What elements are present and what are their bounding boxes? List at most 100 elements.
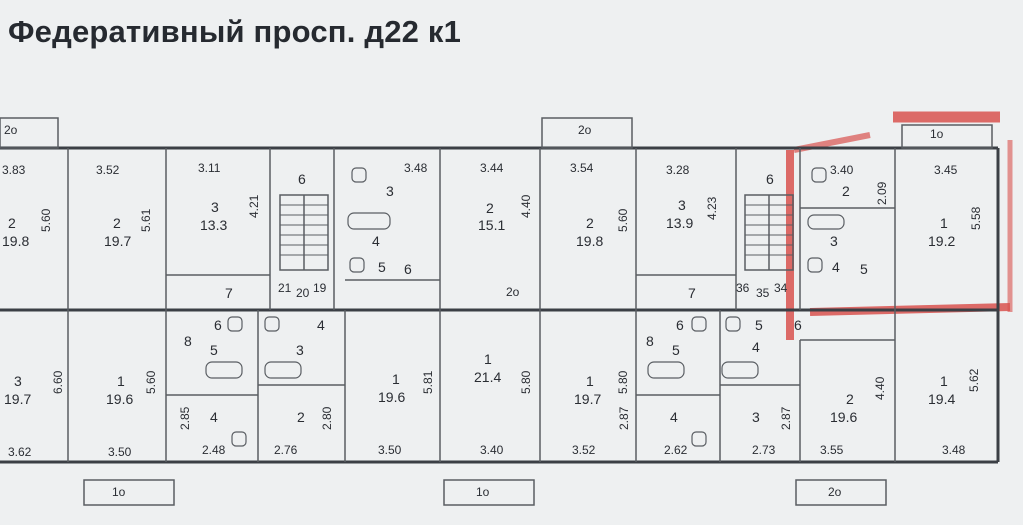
top-dim: 3.28	[666, 163, 690, 177]
room-number: 3	[830, 233, 838, 249]
stair-label: 21	[278, 281, 292, 295]
room-number: 3	[296, 342, 304, 358]
room-area: 15.1	[478, 217, 505, 233]
vertical-dim: 5.61	[139, 208, 153, 232]
top-dim: 3.54	[570, 161, 594, 175]
room-number: 8	[184, 333, 192, 349]
room-area: 13.3	[200, 217, 227, 233]
vertical-dim: 4.21	[247, 194, 261, 218]
vertical-dim: 5.58	[969, 206, 983, 230]
room-number: 1	[940, 373, 948, 389]
room-number: 6	[676, 317, 684, 333]
balcony-label: 2о	[578, 123, 592, 137]
room-number: 6	[404, 261, 412, 277]
room-area: 19.7	[104, 233, 131, 249]
room-number: 1	[117, 373, 125, 389]
room-area: 19.6	[106, 391, 133, 407]
vertical-dim: 2.87	[779, 406, 793, 430]
bottom-dim: 3.40	[480, 443, 504, 457]
balcony-label: 2о	[828, 485, 842, 499]
vertical-dim: 6.60	[51, 370, 65, 394]
top-dim: 3.45	[934, 163, 958, 177]
staircase-left	[279, 194, 329, 271]
bottom-dim: 3.55	[820, 443, 844, 457]
top-dim: 3.52	[96, 163, 120, 177]
room-area: 19.8	[2, 233, 29, 249]
bottom-dim: 3.50	[108, 445, 132, 459]
staircase-right	[744, 194, 794, 271]
vertical-dimensions: 5.60 5.61 4.21 4.40 5.60 4.23 2.09 5.58 …	[39, 181, 983, 430]
top-dim: 3.40	[830, 163, 854, 177]
vertical-dim: 4.40	[873, 376, 887, 400]
room-area: 19.7	[574, 391, 601, 407]
room-area: 19.6	[830, 409, 857, 425]
room-number: 3	[678, 197, 686, 213]
top-dim: 3.44	[480, 161, 504, 175]
room-number: 6	[214, 317, 222, 333]
room-number: 4	[752, 339, 760, 355]
room-number: 2	[297, 409, 305, 425]
stair-label: 35	[756, 286, 770, 300]
room-number: 6	[766, 171, 774, 187]
vertical-dim: 5.60	[144, 370, 158, 394]
bottom-dim: 2.48	[202, 443, 226, 457]
balcony-label: 1о	[112, 485, 126, 499]
balcony-outlines	[0, 117, 993, 506]
top-dimensions: 3.83 3.52 3.11 3.48 3.44 3.54 3.28 3.40 …	[2, 161, 958, 177]
room-number: 6	[794, 317, 802, 333]
room-area: 21.4	[474, 369, 501, 385]
vertical-dim: 5.60	[616, 208, 630, 232]
room-area: 19.4	[928, 391, 955, 407]
top-dim: 3.11	[198, 161, 221, 175]
room-number: 7	[225, 285, 233, 301]
bottom-dim: 3.48	[942, 443, 966, 457]
room-number: 5	[860, 261, 868, 277]
room-number: 1	[586, 373, 594, 389]
bath-fixtures	[205, 167, 845, 447]
vertical-dim: 5.80	[519, 370, 533, 394]
vertical-dim: 5.60	[39, 208, 53, 232]
vertical-dim: 4.40	[519, 194, 533, 218]
bottom-dim: 2.73	[752, 443, 776, 457]
room-number: 5	[672, 342, 680, 358]
walls	[0, 146, 1000, 464]
balcony-label: 2о	[506, 285, 520, 299]
room-number: 2	[113, 215, 121, 231]
room-area: 19.2	[928, 233, 955, 249]
room-number: 4	[317, 317, 325, 333]
stair-label: 36	[736, 281, 750, 295]
room-number: 1	[484, 351, 492, 367]
room-number: 5	[378, 259, 386, 275]
room-number: 2	[846, 391, 854, 407]
bottom-dim: 3.62	[8, 445, 32, 459]
vertical-dim: 5.62	[967, 368, 981, 392]
room-number: 4	[832, 259, 840, 275]
room-number: 2	[842, 183, 850, 199]
room-area: 13.9	[666, 215, 693, 231]
room-number: 5	[755, 317, 763, 333]
room-number: 7	[688, 285, 696, 301]
room-number: 4	[670, 409, 678, 425]
room-number: 3	[211, 199, 219, 215]
stair-label: 34	[774, 281, 788, 295]
plan-title: Федеративный просп. д22 к1	[8, 14, 462, 49]
room-number: 2	[486, 200, 494, 216]
room-number: 8	[646, 333, 654, 349]
room-number: 3	[14, 373, 22, 389]
room-area: 19.8	[576, 233, 603, 249]
balcony-label: 2о	[4, 123, 18, 137]
bottom-dim: 3.50	[378, 443, 402, 457]
vertical-dim: 2.80	[320, 406, 334, 430]
balcony-label: 1о	[930, 127, 944, 141]
room-number: 3	[386, 183, 394, 199]
room-number: 4	[372, 233, 380, 249]
top-dim: 3.83	[2, 163, 26, 177]
room-number: 2	[586, 215, 594, 231]
stair-label: 19	[313, 281, 327, 295]
stair-label: 20	[296, 286, 310, 300]
room-number: 2	[8, 215, 16, 231]
room-number: 1	[940, 215, 948, 231]
room-labels: 2 19.8 2 19.7 3 13.3 6 3 4 5 6 2 15.1 2 …	[2, 171, 955, 425]
bottom-dim: 2.76	[274, 443, 298, 457]
